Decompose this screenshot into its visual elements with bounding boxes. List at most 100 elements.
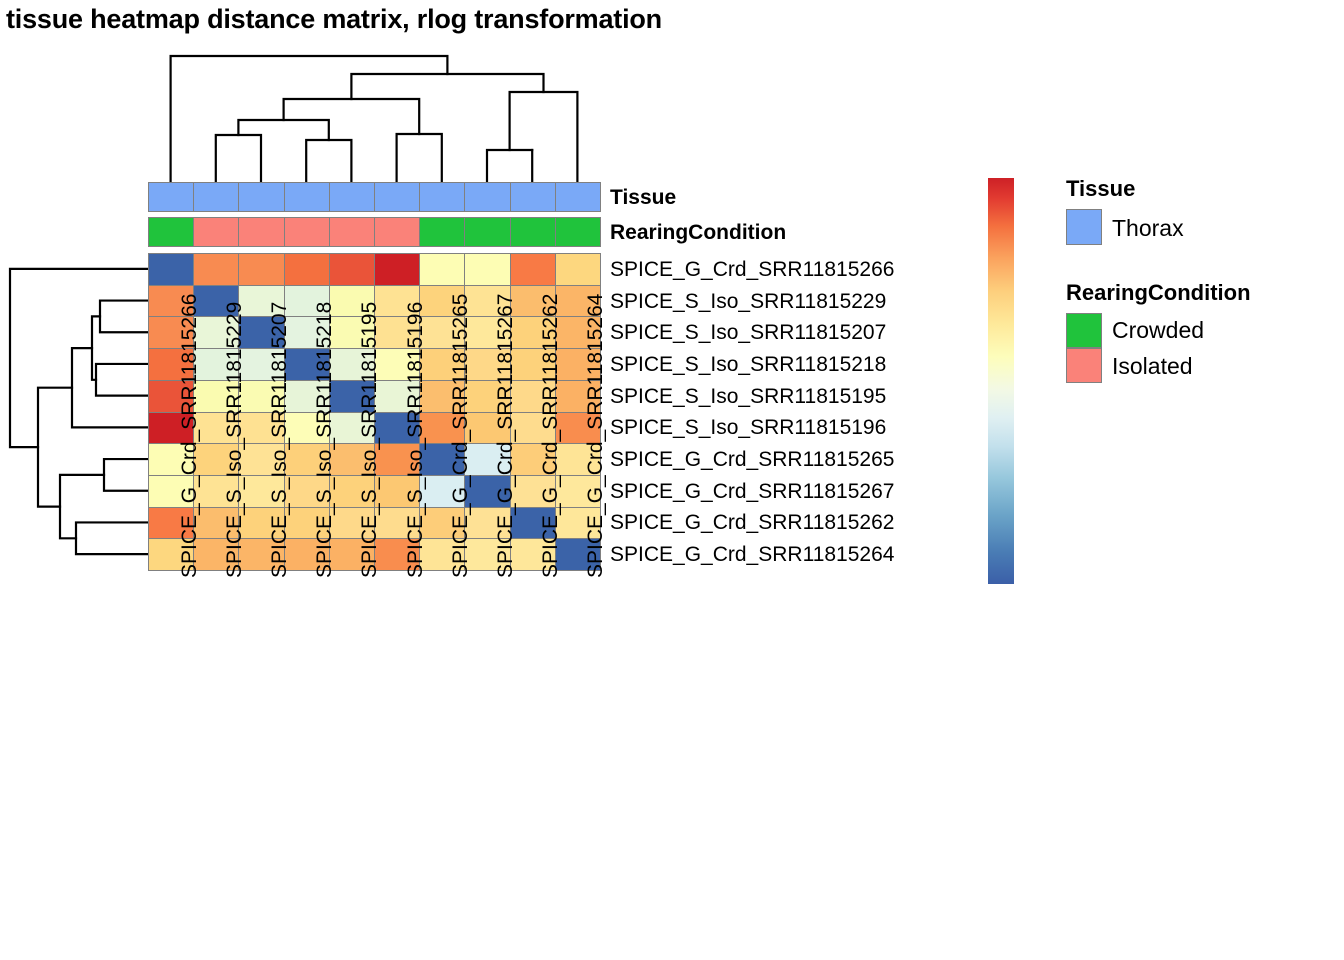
heatmap-cell [283, 348, 330, 381]
heatmap-cell [374, 348, 421, 381]
heatmap-cell [464, 316, 511, 350]
heatmap-cell [419, 284, 466, 318]
row-label: SPICE_S_Iso_SRR11815196 [610, 416, 887, 440]
heatmap-cell [464, 443, 511, 476]
heatmap-cell [419, 316, 466, 350]
heatmap-cell [509, 538, 556, 571]
heatmap-cell [193, 253, 240, 286]
column-label: SPICE_G_Crd_SRR11815266 [177, 293, 201, 578]
column-label: SPICE_S_Iso_SRR11815195 [358, 301, 382, 578]
heatmap-cell [283, 474, 330, 508]
heatmap-cell [419, 411, 466, 445]
heatmap-cell [419, 538, 466, 571]
annotation-cell-tissue [509, 182, 556, 212]
heatmap-cell [148, 443, 195, 476]
heatmap-cell [554, 284, 601, 318]
heatmap-cell [419, 379, 466, 413]
heatmap-cell [328, 474, 375, 508]
heatmap-cell [554, 379, 601, 413]
annotation-cell-rearingcondition [148, 217, 195, 247]
annotation-cell-tissue [554, 182, 602, 212]
legend-label-isolated: Isolated [1112, 353, 1193, 379]
annotation-cell-tissue [193, 182, 240, 212]
row-label: SPICE_G_Crd_SRR11815266 [610, 257, 895, 281]
column-label: SPICE_S_Iso_SRR11815207 [268, 301, 291, 578]
heatmap-cell [464, 538, 511, 571]
legend-label-thorax: Thorax [1112, 215, 1184, 241]
column-label: SPICE_S_Iso_SRR11815229 [222, 301, 246, 578]
heatmap-cell [374, 253, 421, 286]
heatmap-cell [509, 316, 556, 350]
row-dendrogram [4, 253, 148, 570]
heatmap-cell [419, 506, 466, 540]
column-dendrogram [148, 52, 600, 182]
annotation-cell-rearingcondition [193, 217, 240, 247]
heatmap-cell [148, 538, 195, 571]
heatmap-cell [464, 253, 511, 286]
row-label: SPICE_G_Crd_SRR11815265 [610, 448, 895, 472]
annotation-cell-tissue [148, 182, 195, 212]
heatmap-cell [509, 379, 556, 413]
heatmap-cell [238, 253, 285, 286]
heatmap-cell [328, 411, 375, 445]
heatmap-cell [148, 253, 195, 286]
annotation-cell-tissue [238, 182, 285, 212]
annotation-cell-rearingcondition [328, 217, 376, 247]
heatmap-cell [554, 538, 601, 571]
annotation-cell-tissue [464, 182, 511, 212]
annotation-cell-rearingcondition [464, 217, 511, 247]
annotation-cell-rearingcondition [554, 217, 602, 247]
row-label: SPICE_G_Crd_SRR11815267 [610, 479, 895, 503]
heatmap-cell [283, 253, 330, 286]
heatmap-cell [193, 538, 240, 571]
heatmap-cell [554, 411, 601, 445]
annotation-cell-tissue [328, 182, 376, 212]
heatmap-cell [193, 379, 240, 413]
heatmap-cell [509, 443, 556, 476]
legend-swatch-crowded [1066, 313, 1102, 348]
heatmap-cell [193, 284, 240, 318]
annotation-cell-rearingcondition [238, 217, 285, 247]
annotation-label-rearingcondition: RearingCondition [610, 221, 787, 244]
heatmap-cell [554, 253, 601, 286]
row-label: SPICE_S_Iso_SRR11815207 [610, 321, 887, 345]
row-label: SPICE_G_Crd_SRR11815264 [610, 543, 895, 567]
column-labels: SPICE_G_Crd_SRR11815266 SPICE_S_Iso_SRR11… [148, 294, 608, 958]
annotation-bar-tissue [148, 182, 602, 212]
heatmap-cell [464, 348, 511, 381]
annotation-cell-tissue [419, 182, 466, 212]
heatmap-cell [148, 506, 195, 540]
column-label: SPICE_G_Crd_SRR11815267 [494, 293, 517, 578]
heatmap-cell [374, 506, 421, 540]
annotation-bar-rearingcondition [148, 217, 602, 247]
heatmap-cell [238, 284, 285, 318]
heatmap-cell [238, 538, 285, 571]
legend-title-tissue: Tissue [1066, 176, 1136, 201]
annotation-cell-tissue [374, 182, 421, 212]
heatmap-cell [328, 253, 375, 286]
heatmap-cell [148, 379, 195, 413]
annotation-label-tissue: Tissue [610, 186, 677, 209]
column-label: SPICE_S_Iso_SRR11815196 [403, 301, 427, 578]
legend-label-crowded: Crowded [1112, 317, 1205, 343]
legend-swatch-thorax [1066, 209, 1102, 245]
heatmap-cell [283, 411, 330, 445]
legend-title-rearingcondition: RearingCondition [1066, 280, 1251, 305]
colorbar-gradient [988, 178, 1014, 584]
annotation-cell-rearingcondition [419, 217, 466, 247]
heatmap-cell [419, 253, 466, 286]
heatmap-matrix [148, 253, 601, 571]
annotation-cell-tissue [283, 182, 330, 212]
annotation-cell-rearingcondition [509, 217, 556, 247]
heatmap-cell [419, 474, 466, 508]
row-label: SPICE_S_Iso_SRR11815218 [610, 352, 887, 376]
row-label: SPICE_G_Crd_SRR11815262 [610, 511, 895, 535]
column-label: SPICE_S_Iso_SRR11815218 [313, 301, 337, 578]
heatmap-cell [554, 443, 601, 476]
column-label: SPICE_G_Crd_SRR11815265 [448, 293, 472, 578]
annotation-cell-rearingcondition [374, 217, 421, 247]
row-label: SPICE_S_Iso_SRR11815195 [610, 384, 887, 408]
legend-swatch-isolated [1066, 348, 1102, 383]
heatmap-cell [328, 348, 375, 381]
